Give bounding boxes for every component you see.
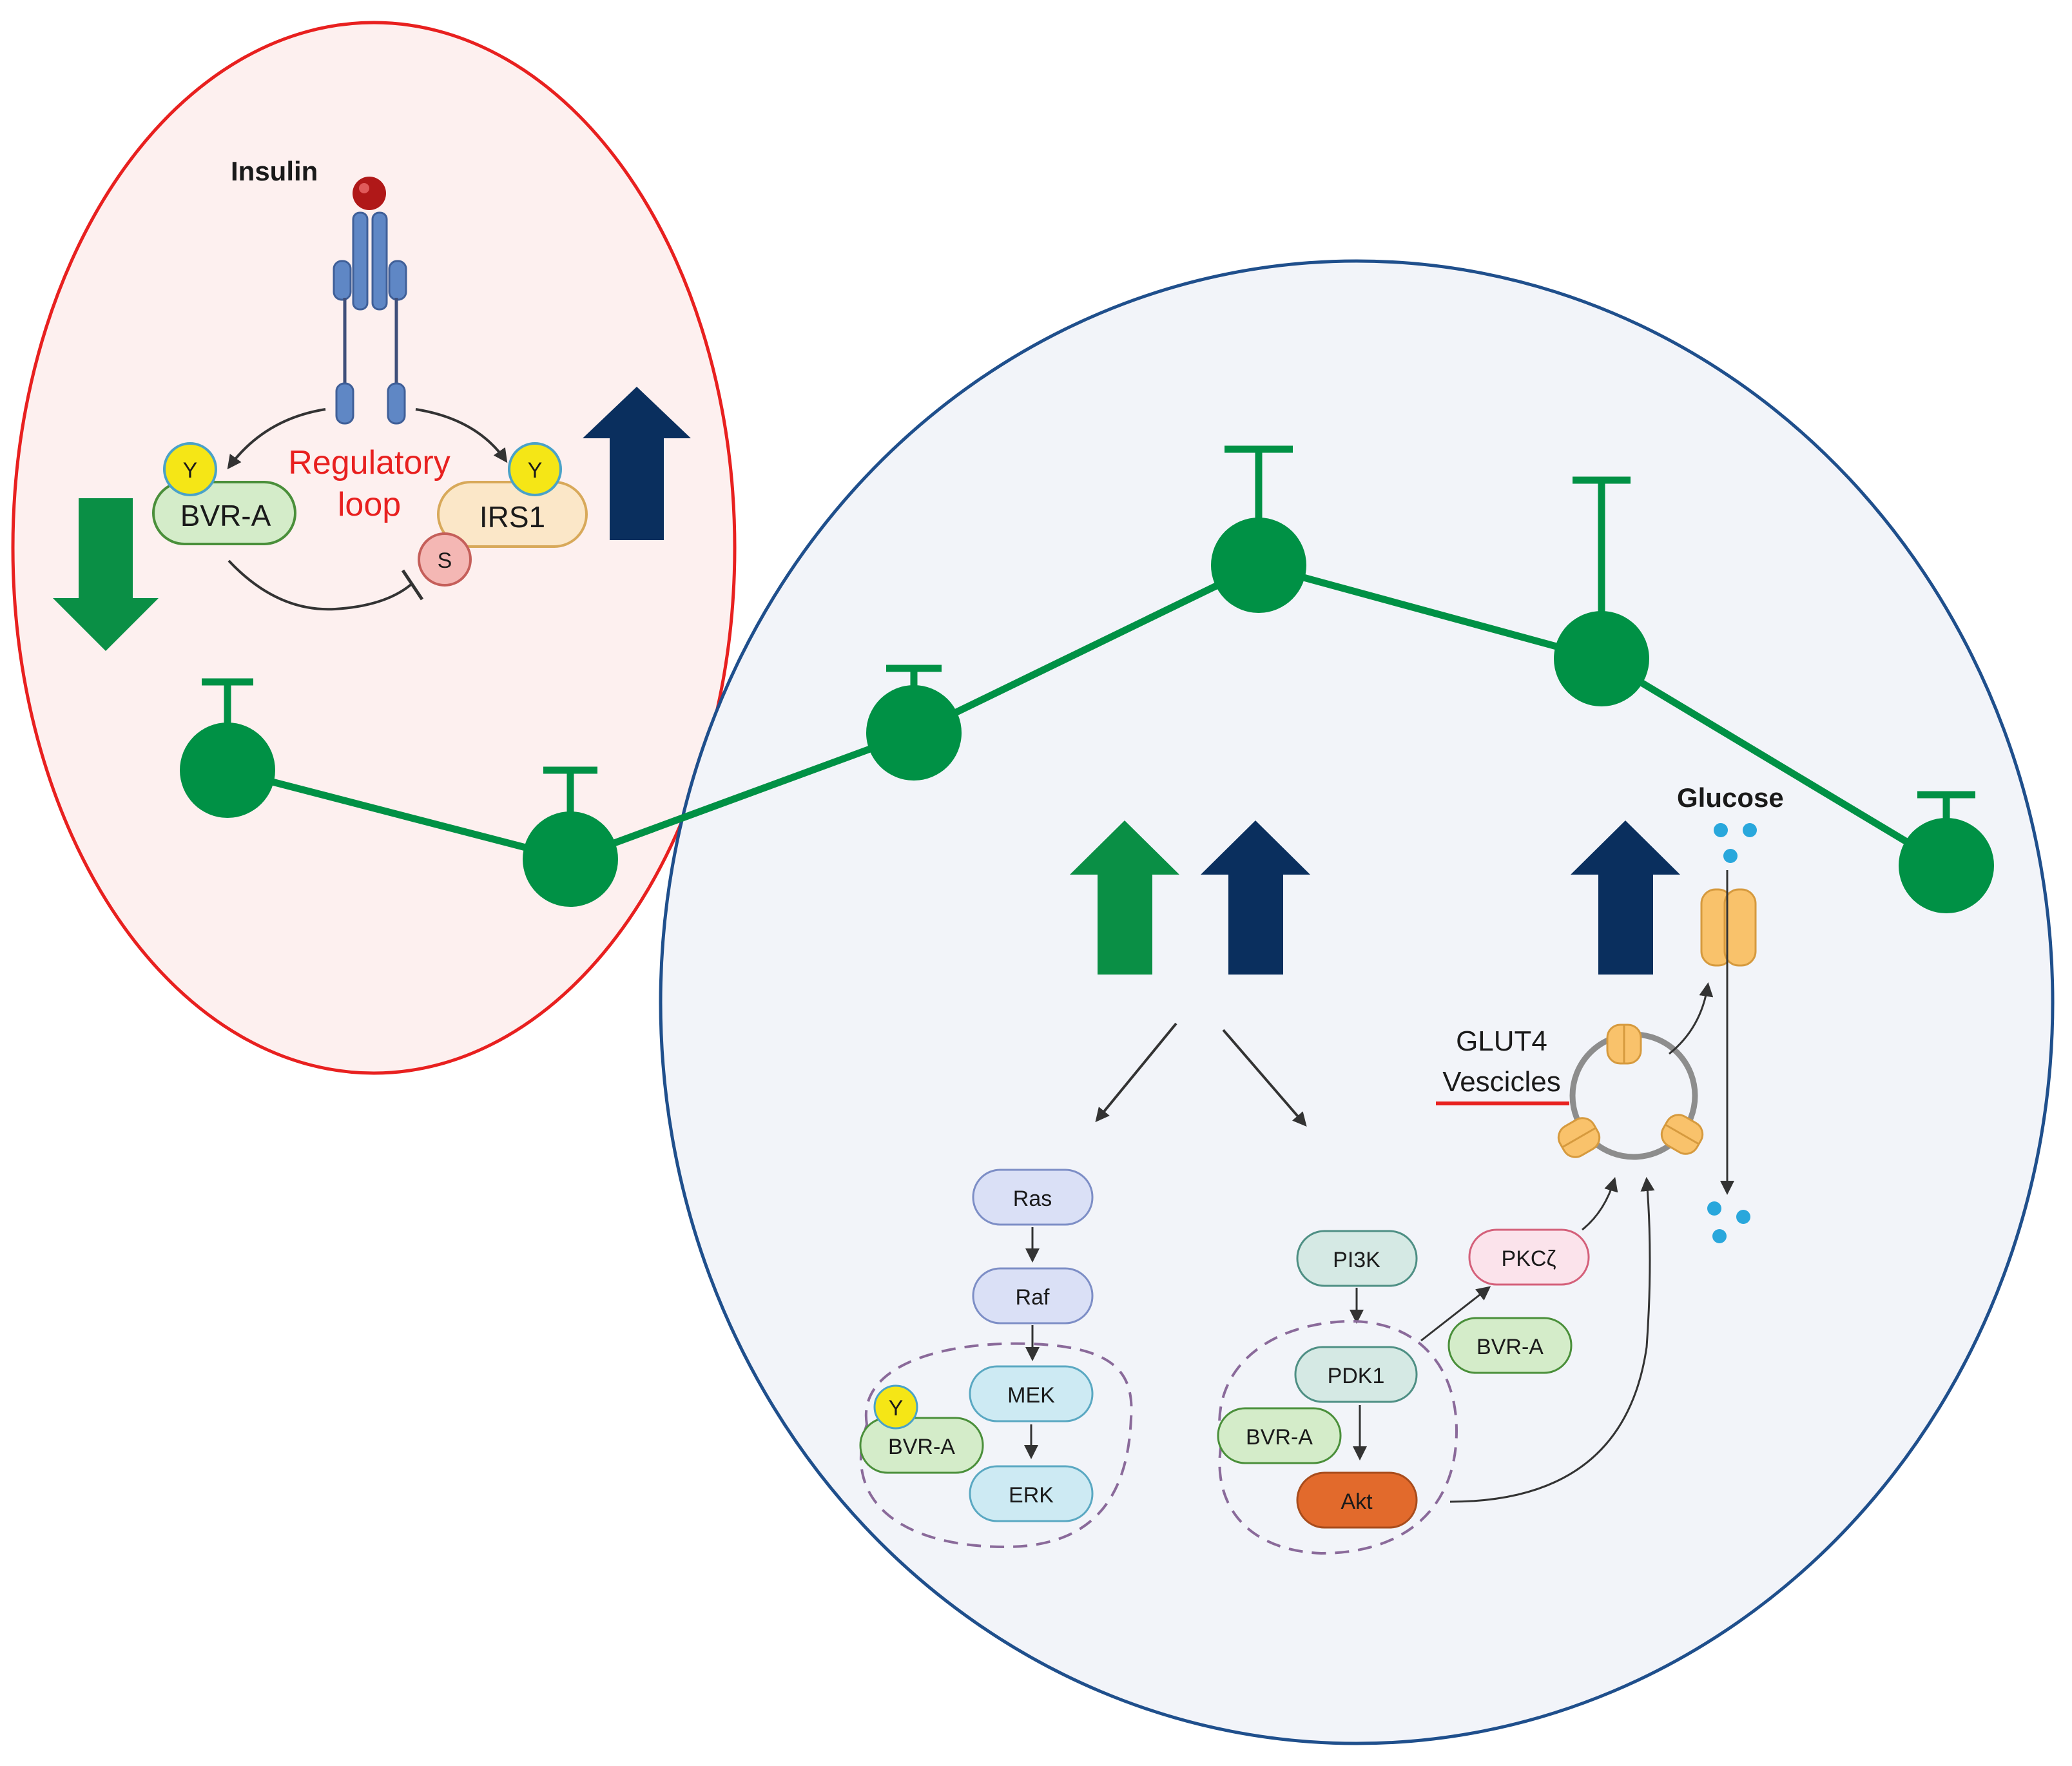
- erk-label: ERK: [1009, 1483, 1054, 1508]
- irs1-phospho-s: [418, 532, 472, 587]
- inhibition-bar: [401, 569, 424, 601]
- pkcz-to-glut4-arrow: [1582, 1177, 1618, 1231]
- branch-arrow-left: [1095, 1022, 1177, 1123]
- vesicle-to-membrane-arrow: [1669, 982, 1714, 1055]
- regulatory-loop-line2: loop: [338, 486, 401, 523]
- green-down-arrow: [53, 498, 159, 651]
- bvra-phospho-y-mapk: [873, 1384, 918, 1430]
- branch-arrow-right: [1222, 1029, 1307, 1127]
- mek-node: [969, 1365, 1094, 1422]
- bvra-node-pi3k: [1217, 1407, 1342, 1464]
- glucose-molecules-outside-icon: [1714, 823, 1757, 863]
- akt-node: [1296, 1471, 1418, 1529]
- timeline-node-3: [866, 665, 962, 781]
- irs1-phospho-y-label: Y: [528, 458, 543, 483]
- timeline-node-2: [523, 766, 618, 907]
- receptor-to-irs1-arrow: [415, 408, 508, 463]
- bvra-phospho-y-mapk-label: Y: [889, 1396, 904, 1421]
- bvra-phospho-y-top-label: Y: [183, 458, 198, 483]
- raf-node: [972, 1267, 1094, 1324]
- irs1-node-label: IRS1: [479, 500, 545, 534]
- mapk-complex-dashed: [859, 1342, 1133, 1549]
- pdk1-to-pkcz-arrow: [1420, 1286, 1491, 1342]
- left-ellipse: [11, 21, 737, 1075]
- pkcz-node: [1468, 1228, 1590, 1286]
- green-up-arrow-mid: [1070, 820, 1179, 975]
- bvra-node-mapk: [859, 1417, 984, 1474]
- ras-node: [972, 1169, 1094, 1226]
- glucose-label: Glucose: [1677, 782, 1784, 813]
- receptor-to-bvra-arrow: [227, 408, 326, 470]
- navy-up-arrow-mid: [1201, 820, 1310, 975]
- bvra-phospho-y-top: [163, 442, 217, 496]
- akt-to-glut4-arrow: [1449, 1177, 1655, 1503]
- pdk1-label: PDK1: [1328, 1364, 1385, 1388]
- pi3k-label: PI3K: [1333, 1248, 1380, 1272]
- irs1-phospho-s-label: S: [438, 548, 452, 573]
- irs1-phospho-y: [508, 442, 562, 496]
- timeline-node-4: [1211, 445, 1306, 613]
- erk-node: [969, 1465, 1094, 1522]
- glut4-label-line2: Vescicles: [1442, 1066, 1560, 1098]
- ras-label: Ras: [1013, 1187, 1052, 1211]
- timeline-line: [226, 561, 1948, 869]
- timeline-node-5: [1554, 476, 1649, 706]
- insulin-receptor-icon: [333, 177, 407, 425]
- glut4-vesicle-icon: [1557, 1024, 1704, 1160]
- pi3k-node: [1296, 1230, 1418, 1287]
- timeline-node-6: [1899, 791, 1994, 913]
- timeline-node-1: [180, 678, 275, 818]
- navy-up-arrow-top: [583, 387, 691, 540]
- bvra-node-top: [152, 481, 296, 545]
- akt-label: Akt: [1341, 1489, 1373, 1514]
- bvra-node-pi3k-label: BVR-A: [1246, 1425, 1313, 1450]
- raf-label: Raf: [1016, 1285, 1050, 1310]
- bvra-inhibits-irs1-line: [228, 559, 414, 611]
- regulatory-loop-line1: Regulatory: [288, 444, 450, 481]
- pkcz-label: PKCζ: [1502, 1247, 1556, 1271]
- insulin-label: Insulin: [231, 156, 318, 186]
- glucose-molecules-inside-icon: [1707, 1201, 1750, 1243]
- bvra-node-pkcz: [1447, 1317, 1573, 1374]
- glut4-label-line1: GLUT4: [1456, 1025, 1547, 1057]
- navy-up-arrow-right: [1571, 820, 1680, 975]
- pdk1-node: [1294, 1346, 1418, 1403]
- glut4-transporter-icon: [1700, 888, 1757, 967]
- mek-label: MEK: [1007, 1383, 1055, 1408]
- bvra-node-mapk-label: BVR-A: [888, 1435, 955, 1459]
- pi3k-complex-dashed: [1218, 1319, 1458, 1555]
- bvra-node-pkcz-label: BVR-A: [1477, 1335, 1544, 1359]
- bvra-node-top-label: BVR-A: [180, 499, 271, 532]
